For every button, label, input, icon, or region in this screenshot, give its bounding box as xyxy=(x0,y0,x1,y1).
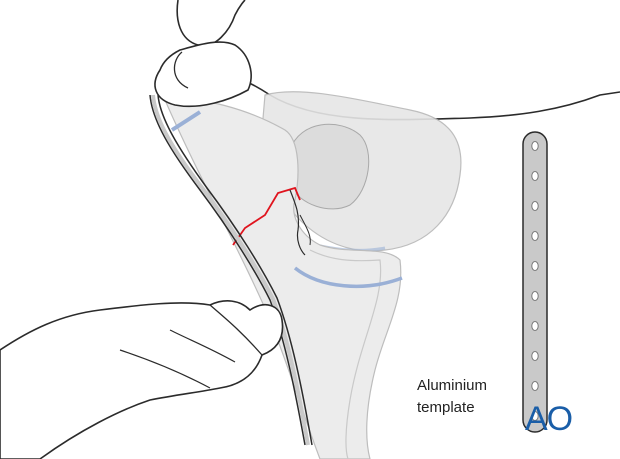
tibia xyxy=(164,98,403,459)
femur xyxy=(261,91,462,252)
tibial-plateau-highlight xyxy=(293,266,403,288)
bent-template xyxy=(149,94,313,446)
template-hole xyxy=(531,381,539,391)
template-hole xyxy=(531,291,539,301)
ao-logo-text: AO xyxy=(525,400,572,434)
ao-logo-icon: AO xyxy=(525,400,573,434)
template-hole xyxy=(531,201,539,211)
aluminium-template-icon xyxy=(522,131,548,433)
template-hole xyxy=(531,351,539,361)
hand-left-icon xyxy=(0,300,284,459)
template-hole xyxy=(531,231,539,241)
template-hole xyxy=(531,141,539,151)
template-label-line2: template xyxy=(417,399,475,416)
template-hole xyxy=(531,321,539,331)
template-hole xyxy=(531,411,539,421)
fracture-line xyxy=(232,186,301,246)
hand-top-icon xyxy=(154,0,252,108)
template-hole xyxy=(531,171,539,181)
template-label-line1: Aluminium xyxy=(417,377,488,394)
template-hole xyxy=(531,261,539,271)
